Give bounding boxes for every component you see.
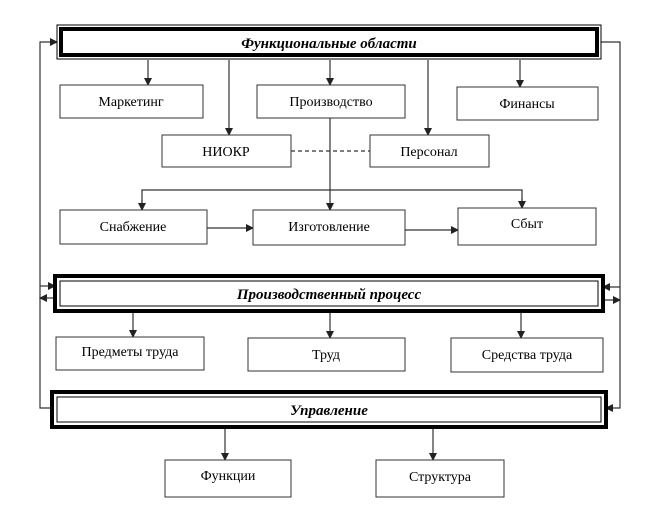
right-feedback-line: [601, 41, 621, 412]
box-manufacturing: Изготовление: [252, 209, 406, 246]
svg-text:Средства труда: Средства труда: [482, 348, 573, 363]
box-structure: Структура: [375, 459, 505, 498]
left-feedback-line: [39, 38, 58, 409]
box-objects-of-labor: Предметы труда: [55, 336, 205, 371]
box-marketing: Маркетинг: [59, 84, 204, 119]
production-process-header: Производственный процесс: [53, 274, 605, 313]
process-arrows: [129, 312, 525, 461]
box-labor: Труд: [247, 337, 406, 372]
svg-text:Функции: Функции: [201, 469, 256, 484]
svg-text:Изготовление: Изготовление: [288, 220, 370, 235]
box-finance: Финансы: [456, 86, 599, 121]
management-header: Управление: [50, 390, 608, 429]
svg-text:НИОКР: НИОКР: [202, 145, 250, 160]
svg-text:Структура: Структура: [409, 470, 472, 485]
svg-text:Производство: Производство: [289, 95, 372, 110]
svg-text:Предметы труда: Предметы труда: [82, 345, 180, 360]
svg-text:Труд: Труд: [312, 348, 340, 363]
svg-text:Снабжение: Снабжение: [100, 220, 167, 235]
box-personnel: Персонал: [369, 134, 490, 168]
box-sales: Сбыт: [457, 207, 597, 246]
box-production: Производство: [256, 84, 406, 119]
box-rnd: НИОКР: [161, 134, 292, 168]
functional-arrows: [138, 60, 526, 234]
svg-text:Управление: Управление: [290, 403, 368, 419]
svg-text:Производственный процесс: Производственный процесс: [236, 287, 422, 303]
box-supply: Снабжение: [59, 209, 208, 245]
svg-text:Функциональные области: Функциональные области: [241, 36, 417, 52]
box-functions: Функции: [164, 459, 292, 498]
box-means-of-labor: Средства труда: [450, 337, 604, 373]
svg-text:Персонал: Персонал: [400, 145, 457, 160]
svg-text:Сбыт: Сбыт: [511, 217, 543, 232]
functional-areas-header: Функциональные области: [56, 24, 602, 60]
svg-text:Финансы: Финансы: [499, 97, 555, 112]
svg-text:Маркетинг: Маркетинг: [98, 95, 163, 110]
